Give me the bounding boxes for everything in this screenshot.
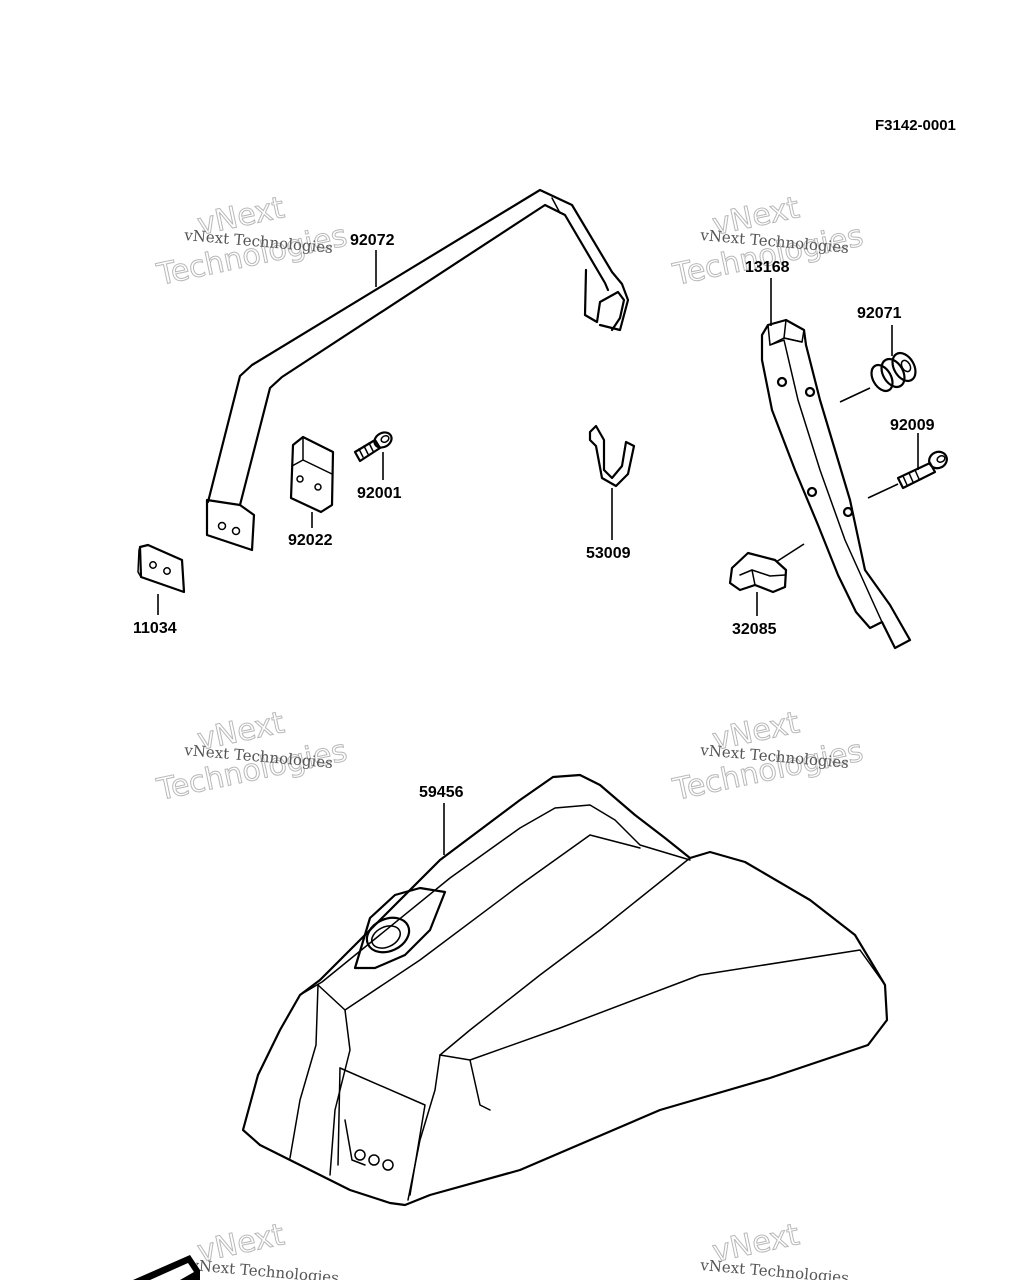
part-92009-bolt bbox=[896, 450, 948, 490]
part-number-11034: 11034 bbox=[133, 620, 177, 637]
part-number-92071: 92071 bbox=[857, 305, 902, 322]
part-92072-band bbox=[205, 188, 630, 552]
leader-92009-to-channel bbox=[867, 483, 899, 499]
watermark-mid-left: vNext Technologies vNext Technologies bbox=[153, 705, 351, 809]
part-number-92001: 92001 bbox=[357, 485, 402, 502]
part-92001-bolt bbox=[353, 431, 393, 463]
watermark-bottom-right: vNext vNext Technologies bbox=[699, 1217, 850, 1280]
svg-text:vNext Technologies: vNext Technologies bbox=[699, 1256, 850, 1280]
part-92071-grommet bbox=[870, 351, 917, 393]
part-number-92009: 92009 bbox=[890, 417, 935, 434]
watermark-mid-right: vNext Technologies vNext Technologies bbox=[669, 705, 867, 809]
part-11034-pad bbox=[137, 543, 186, 594]
part-92022-bracket bbox=[289, 435, 335, 514]
part-number-13168: 13168 bbox=[745, 259, 790, 276]
part-13168-channel bbox=[760, 318, 912, 650]
leader-92071-to-channel bbox=[839, 387, 871, 403]
watermark-top-left: vNext Technologies vNext Technologies bbox=[153, 190, 351, 294]
svg-text:vNext Technologies: vNext Technologies bbox=[189, 1256, 340, 1280]
part-32085-cap bbox=[728, 551, 788, 594]
part-number-59456: 59456 bbox=[419, 784, 464, 801]
decal-fragment bbox=[133, 1255, 200, 1280]
part-number-92072: 92072 bbox=[350, 232, 395, 249]
part-53009-clip bbox=[588, 424, 636, 488]
leader-32085-to-channel bbox=[775, 543, 805, 563]
part-number-32085: 32085 bbox=[732, 621, 777, 638]
part-number-53009: 53009 bbox=[586, 545, 631, 562]
part-59456-tank bbox=[241, 773, 889, 1207]
part-number-92022: 92022 bbox=[288, 532, 333, 549]
watermark-bottom-left: vNext vNext Technologies bbox=[189, 1217, 340, 1280]
watermark-top-right: vNext Technologies vNext Technologies bbox=[669, 190, 867, 294]
diagram-code: F3142-0001 bbox=[875, 117, 956, 134]
